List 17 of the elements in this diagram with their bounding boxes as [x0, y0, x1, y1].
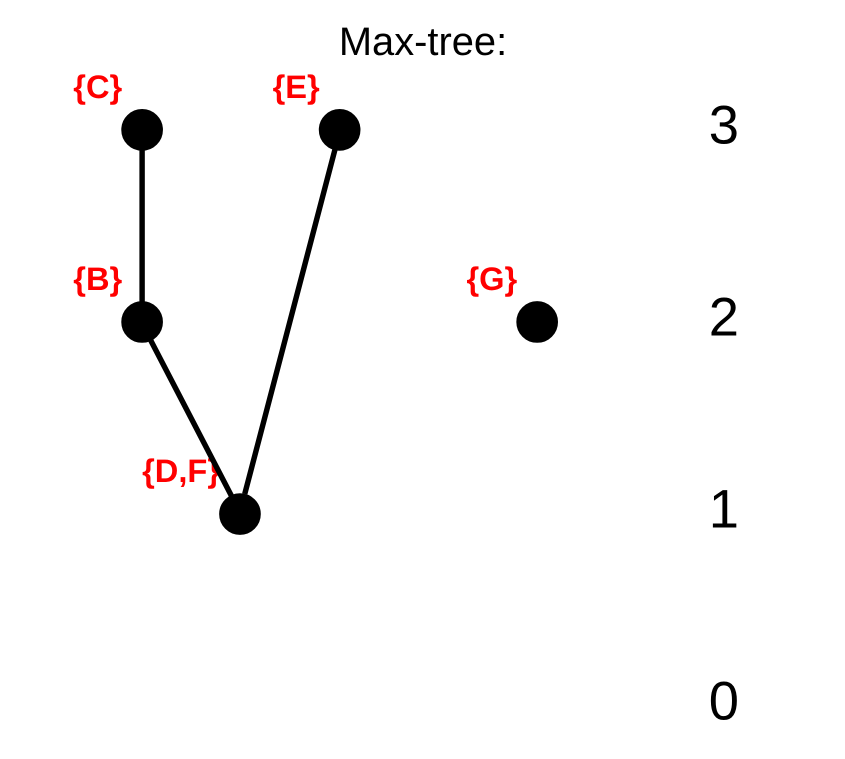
label: 1 — [708, 478, 738, 540]
node-circle — [318, 109, 360, 151]
label: 0 — [708, 670, 738, 732]
node-label: {E} — [272, 68, 320, 105]
label: 2 — [708, 286, 738, 348]
connector — [148, 339, 234, 498]
diagram-title: Max-tree: — [338, 20, 507, 64]
node-circle — [120, 109, 162, 151]
node-label: {C} — [72, 68, 122, 105]
node-circle — [516, 301, 558, 343]
node-circle — [218, 493, 260, 535]
node-label: {G} — [466, 260, 517, 298]
label: 3 — [708, 94, 738, 156]
connector — [138, 150, 144, 302]
node-label: {B} — [72, 260, 122, 298]
node-circle — [120, 301, 162, 343]
connector — [242, 148, 338, 495]
